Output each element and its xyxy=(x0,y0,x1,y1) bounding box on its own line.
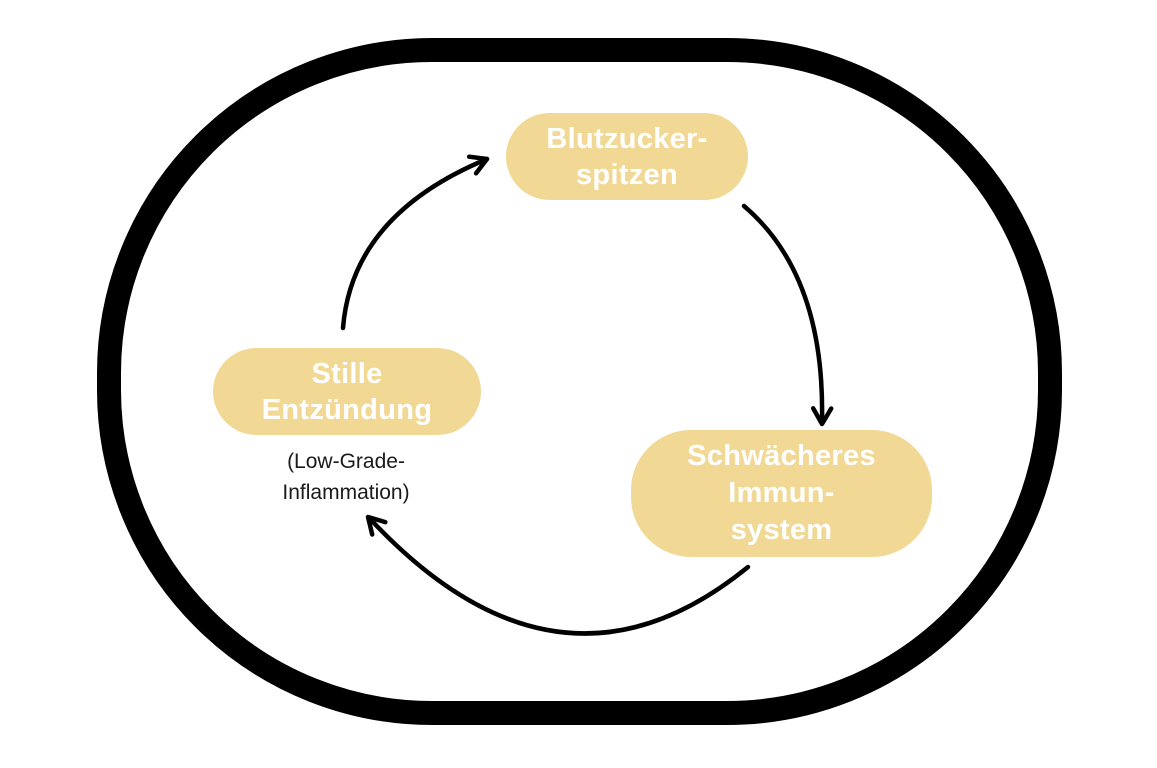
arrow-stille-entzuendung-to-blutzuckerspitzen xyxy=(340,154,490,331)
arrowhead-icon xyxy=(810,406,834,427)
node-stille-entzuendung: Stille Entzündung xyxy=(213,348,481,435)
arrow-curve xyxy=(741,203,825,424)
node-blutzuckerspitzen: Blutzucker- spitzen xyxy=(506,113,748,200)
arrow-blutzuckerspitzen-to-immunsystem xyxy=(741,203,834,427)
node-schwaecheres-immunsystem: Schwächeres Immun- system xyxy=(631,430,932,557)
node-sublabel-low-grade-inflammation: (Low-Grade- Inflammation) xyxy=(282,450,410,504)
arrowhead-icon xyxy=(466,154,490,176)
node-label: Blutzucker- spitzen xyxy=(546,122,708,191)
arrow-curve xyxy=(340,156,490,331)
arrow-immunsystem-to-stille-entzuendung xyxy=(365,514,751,636)
arrow-curve xyxy=(369,518,751,636)
node-label: Schwächeres Immun- system xyxy=(687,440,876,546)
node-label: Stille Entzündung xyxy=(261,357,433,426)
arrowhead-icon xyxy=(365,514,388,537)
